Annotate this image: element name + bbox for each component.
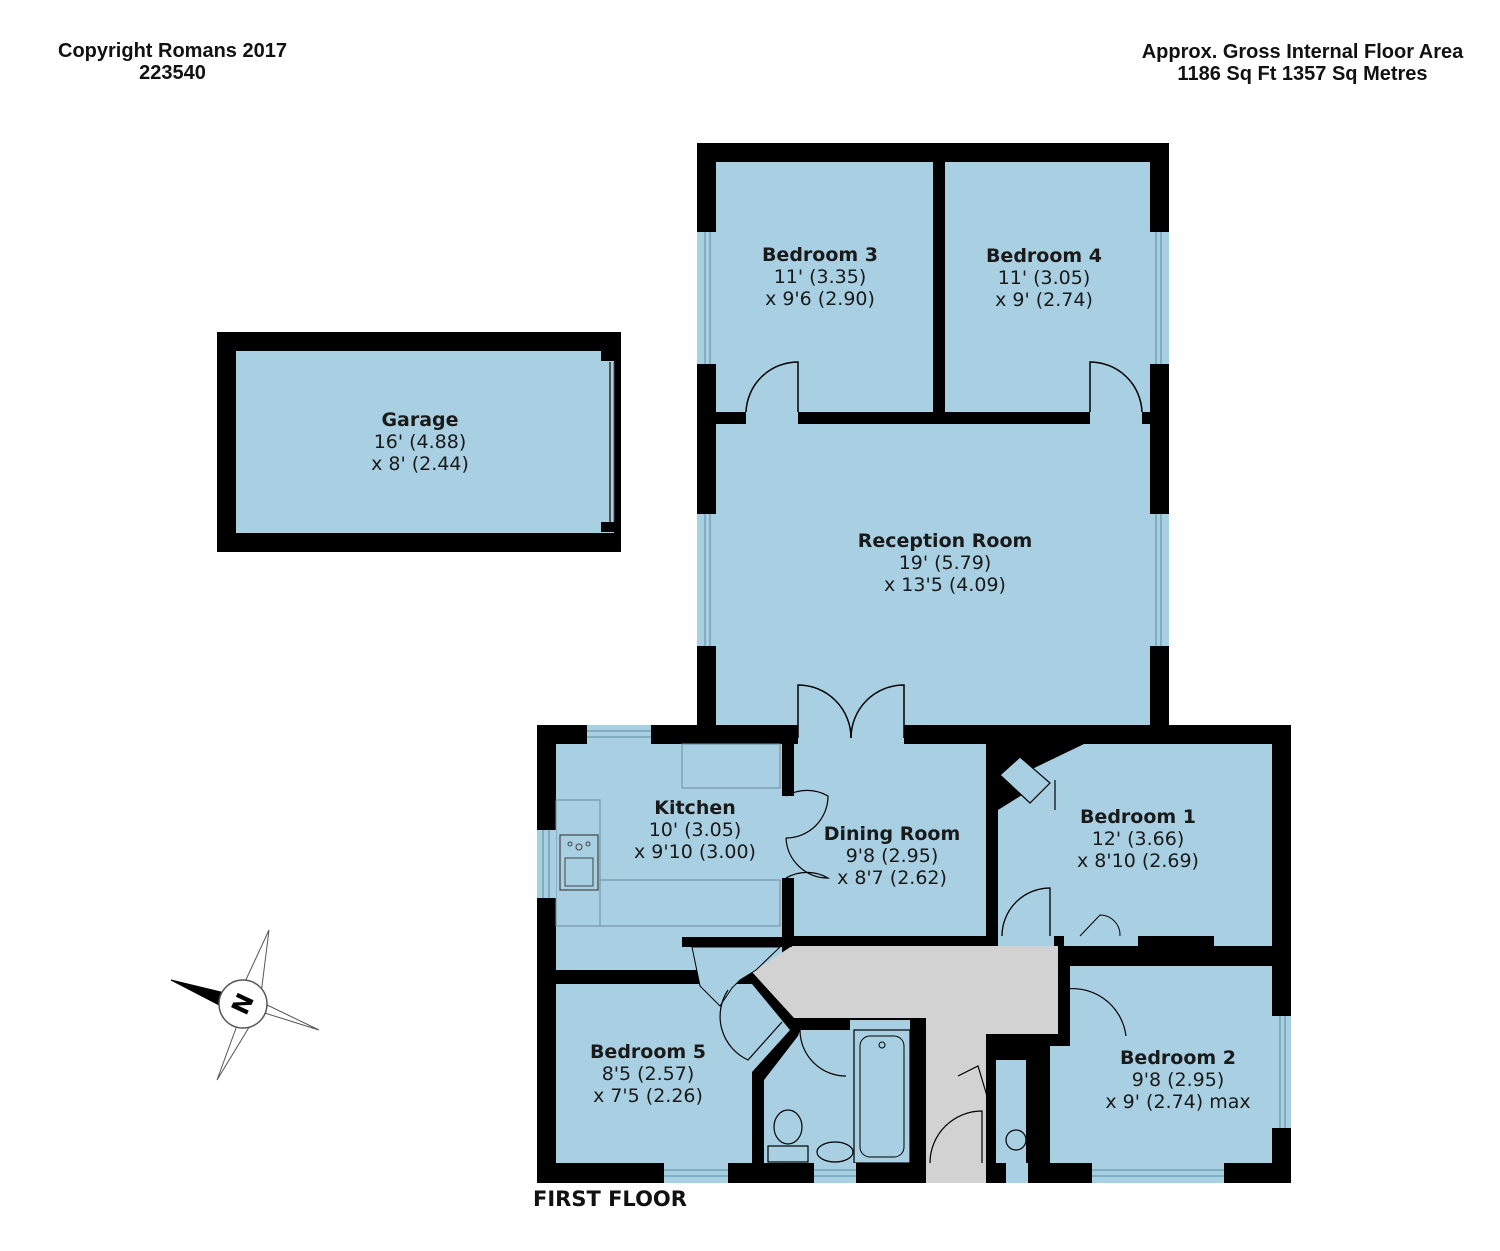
room-label-bedroom-3: Bedroom 3 11' (3.35) x 9'6 (2.90) — [720, 244, 920, 310]
room-dimension: 11' (3.35) — [773, 266, 867, 288]
room-dimension: 8'5 (2.57) — [601, 1063, 695, 1085]
room-name: Reception Room — [857, 530, 1033, 552]
room-name: Bedroom 3 — [761, 244, 879, 266]
room-dimension: x 9' (2.74) max — [1105, 1091, 1251, 1113]
garage — [217, 332, 621, 552]
room-dimension: x 7'5 (2.26) — [593, 1085, 703, 1107]
room-name: Bedroom 5 — [589, 1041, 707, 1063]
room-label-bedroom-2: Bedroom 2 9'8 (2.95) x 9' (2.74) max — [1088, 1047, 1268, 1113]
room-label-dining: Dining Room 9'8 (2.95) x 8'7 (2.62) — [812, 823, 972, 889]
room-dimension: x 8'7 (2.62) — [837, 867, 947, 889]
room-name: Kitchen — [654, 797, 736, 819]
room-dimension: x 9'10 (3.00) — [634, 841, 756, 863]
room-dimension: 19' (5.79) — [898, 552, 992, 574]
room-label-kitchen: Kitchen 10' (3.05) x 9'10 (3.00) — [610, 797, 780, 863]
floor-area-title: Approx. Gross Internal Floor Area — [1141, 41, 1464, 63]
room-name: Bedroom 2 — [1119, 1047, 1237, 1069]
room-name: Dining Room — [823, 823, 961, 845]
room-label-garage: Garage 16' (4.88) x 8' (2.44) — [320, 409, 520, 475]
room-name: Bedroom 4 — [985, 245, 1103, 267]
room-label-bedroom-5: Bedroom 5 8'5 (2.57) x 7'5 (2.26) — [568, 1041, 728, 1107]
room-name: Bedroom 1 — [1079, 806, 1197, 828]
room-dimension: x 8' (2.44) — [371, 453, 469, 475]
room-dimension: 9'8 (2.95) — [845, 845, 939, 867]
room-dimension: x 9'6 (2.90) — [765, 288, 875, 310]
floor-label: FIRST FLOOR — [533, 1187, 687, 1211]
room-dimension: 11' (3.05) — [997, 267, 1091, 289]
room-dimension: x 9' (2.74) — [995, 289, 1093, 311]
floor-area-value: 1186 Sq Ft 1357 Sq Metres — [1177, 63, 1428, 85]
room-dimension: x 13'5 (4.09) — [884, 574, 1006, 596]
copyright-text: Copyright Romans 2017 — [58, 40, 287, 62]
room-dimension: 12' (3.66) — [1091, 828, 1185, 850]
room-label-bedroom-1: Bedroom 1 12' (3.66) x 8'10 (2.69) — [1058, 806, 1218, 872]
reference-number: 223540 — [139, 62, 206, 84]
room-name: Garage — [381, 409, 459, 431]
compass-rose: N — [170, 929, 320, 1081]
copyright-block: Copyright Romans 2017 223540 — [40, 40, 305, 84]
room-dimension: 16' (4.88) — [373, 431, 467, 453]
room-dimension: x 8'10 (2.69) — [1077, 850, 1199, 872]
room-dimension: 9'8 (2.95) — [1131, 1069, 1225, 1091]
room-dimension: 10' (3.05) — [648, 819, 742, 841]
floor-area-block: Approx. Gross Internal Floor Area 1186 S… — [1130, 41, 1475, 85]
room-label-bedroom-4: Bedroom 4 11' (3.05) x 9' (2.74) — [944, 245, 1144, 311]
upper-block — [697, 143, 1169, 738]
lower-block — [537, 684, 1291, 1183]
room-label-reception: Reception Room 19' (5.79) x 13'5 (4.09) — [830, 530, 1060, 596]
